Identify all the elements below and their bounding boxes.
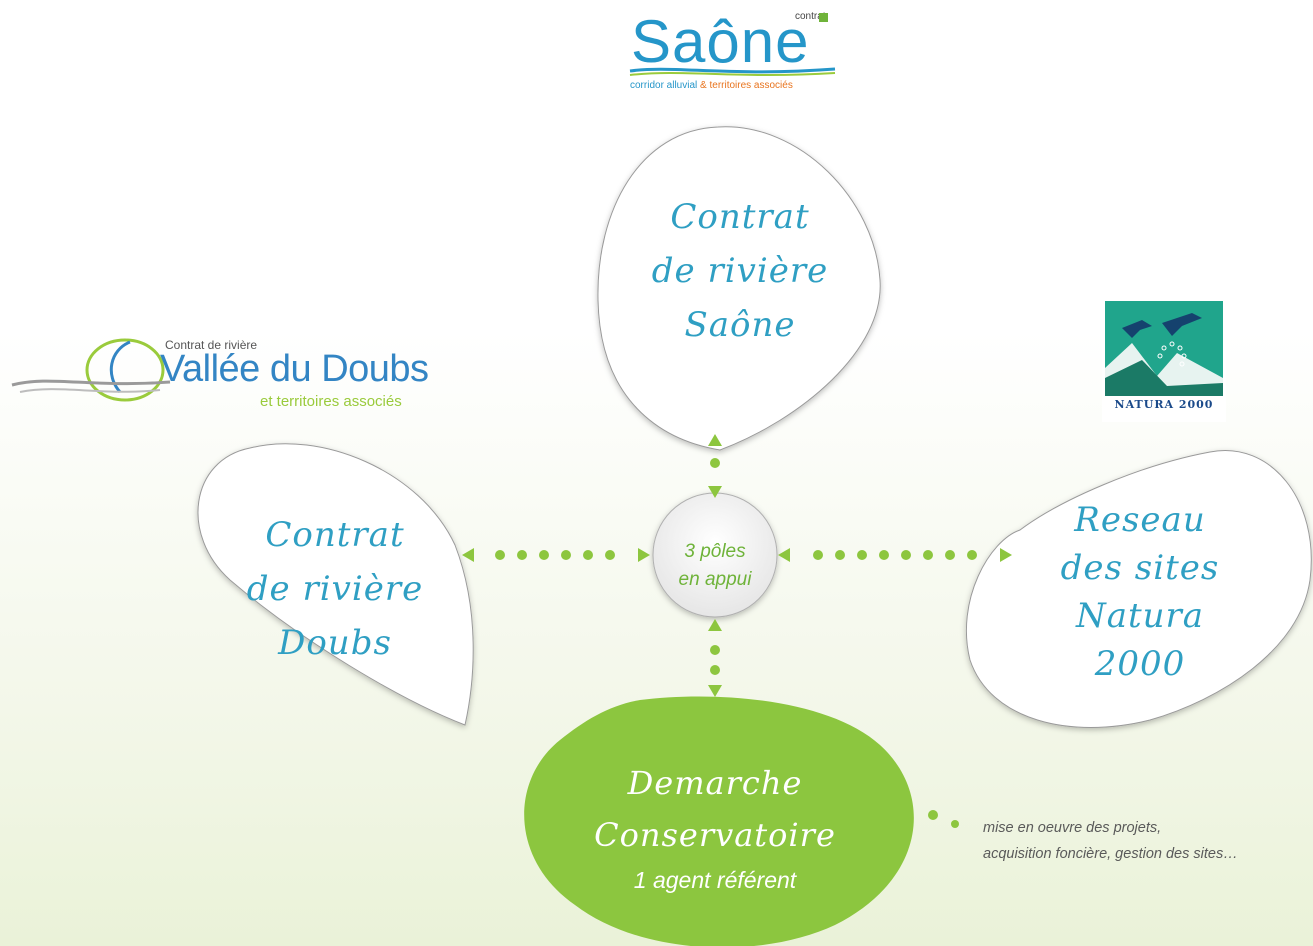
- petal-left-label: Contrat de rivière Doubs: [225, 508, 445, 670]
- connector-bottom: [708, 619, 722, 697]
- petal-right-line: 2000: [1094, 644, 1186, 684]
- saone-logo-square: [819, 13, 828, 22]
- saone-logo-subtitle: corridor alluvial & territoires associés: [630, 80, 793, 91]
- saone-logo-sub-a: corridor alluvial: [630, 80, 701, 91]
- petal-bottom-shape: [524, 696, 914, 946]
- saone-logo-sub-b: & territoires associés: [700, 80, 793, 91]
- petal-right-line: Natura: [1075, 596, 1205, 636]
- note-dots: [928, 810, 959, 828]
- doubs-logo-subtitle: et territoires associés: [260, 393, 402, 410]
- center-line: en appui: [678, 569, 752, 590]
- petal-left-shape: [197, 443, 474, 726]
- connector-top: [708, 434, 722, 498]
- note-text: mise en oeuvre des projets, acquisition …: [983, 815, 1313, 867]
- bottom-label: Demarche Conservatoire 1 agent référent: [560, 757, 870, 897]
- saone-waves-icon: [629, 67, 836, 76]
- center-label: 3 pôles en appui: [655, 538, 775, 594]
- petal-right-line: des sites: [1060, 548, 1220, 588]
- natura-logo: NATURA 2000: [1102, 298, 1226, 422]
- note-line: mise en oeuvre des projets,: [983, 820, 1162, 836]
- doubs-logo-title: Vallée du Doubs: [160, 348, 429, 390]
- saone-logo: Saône contrat corridor alluvial & territ…: [625, 5, 840, 97]
- natura-emblem-icon: [1105, 301, 1223, 396]
- petal-top-line: Contrat: [670, 197, 810, 237]
- bottom-line-1: Demarche: [627, 764, 803, 802]
- doubs-logo-small: Contrat de rivière: [165, 338, 258, 352]
- petal-top-line: Saône: [684, 305, 796, 345]
- doubs-swirl-icon: [11, 338, 171, 402]
- saone-logo-word: Saône: [631, 8, 810, 75]
- petal-right-line: Reseau: [1074, 500, 1206, 540]
- center-line: 3 pôles: [684, 541, 746, 562]
- petal-left-line: de rivière: [246, 569, 424, 609]
- bottom-line-3: 1 agent référent: [633, 867, 797, 893]
- petal-left-line: Contrat: [265, 515, 405, 555]
- petal-right-shape: [965, 450, 1312, 728]
- natura-logo-text: NATURA 2000: [1114, 398, 1214, 411]
- petal-left-line: Doubs: [278, 623, 392, 663]
- petal-top-line: de rivière: [651, 251, 829, 291]
- saone-logo-contrat: contrat: [795, 11, 826, 22]
- note-line: acquisition foncière, gestion des sites…: [983, 846, 1238, 862]
- petal-top-label: Contrat de rivière Saône: [630, 190, 850, 352]
- doubs-logo: Contrat de rivière Vallée du Doubs et te…: [10, 330, 440, 420]
- bottom-line-2: Conservatoire: [594, 816, 836, 854]
- connector-right: [778, 548, 1012, 562]
- petal-right-label: Reseau des sites Natura 2000: [1035, 496, 1245, 688]
- petal-top-shape: [597, 126, 881, 451]
- connector-left: [462, 548, 650, 562]
